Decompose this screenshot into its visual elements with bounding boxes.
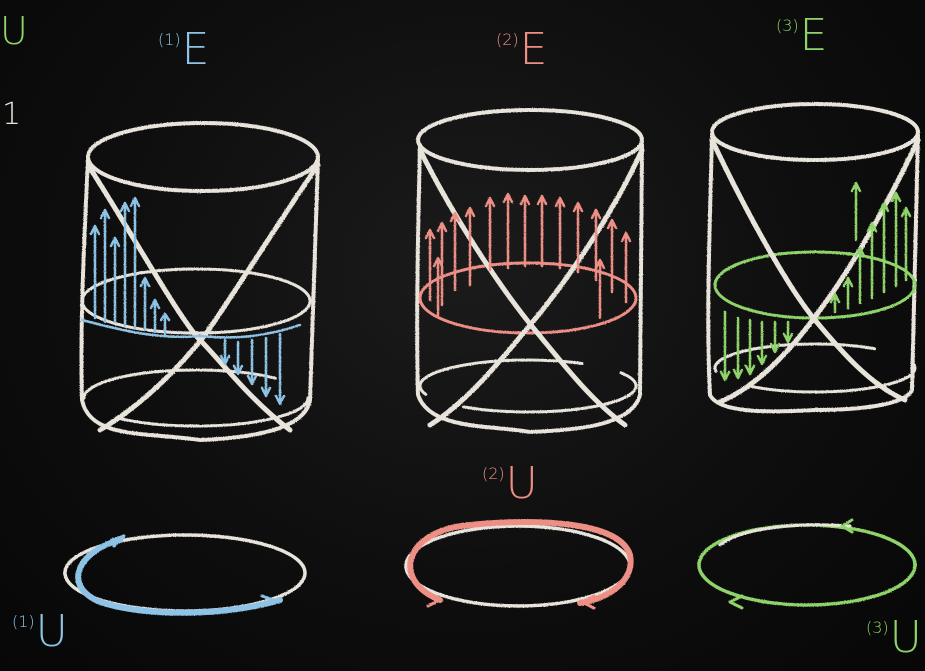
loop-1-label: (1)U [12,610,68,654]
bundle-2-letter: E [520,24,548,75]
loop-3-white-arc [720,525,850,545]
cylinder-3-strip-a [712,140,905,400]
bundle-1-label: (1)E [158,28,209,72]
cylinder-1-strip-a [88,165,290,430]
corner-letter: U [0,12,28,50]
loop-3 [699,520,915,608]
loop-3-letter: U [890,612,922,663]
bundle-3-label: (3)E [776,14,827,58]
bundle-3-index: (3) [776,16,799,35]
loop-2-index: (2) [482,464,505,483]
loop-1-colored-arc [78,540,280,613]
loop-1-index: (1) [12,612,35,631]
cylinder-1 [81,123,318,440]
cylinder-2-top [418,110,642,170]
loop-2 [406,522,631,608]
cylinder-2 [417,110,642,432]
bundle-3-letter: E [800,10,828,61]
cylinder-3-top [712,104,918,160]
loop-3-label: (3)U [866,616,922,660]
loop-3-arrow-bottom [730,596,742,608]
loop-1 [65,535,305,613]
cylinder-2-strip-b [430,150,642,425]
loop-1-letter: U [36,606,68,657]
cylinder-2-side [417,145,642,432]
loop-2-colored-arc [410,522,630,603]
cylinder-2-strip-a [420,150,625,425]
cylinder-3-bottom-ellipse [715,344,915,392]
cylinder-3 [708,104,918,411]
bundle-1-letter: E [182,24,210,75]
cylinder-3-side [708,135,918,411]
loop-3-index: (3) [866,618,889,637]
cylinder-1-vectors [82,198,300,404]
cylinder-1-top [88,123,318,191]
loop-2-ellipse [406,526,630,606]
bundle-1-index: (1) [158,30,181,49]
corner-number: 1 [2,100,21,130]
bundle-2-index: (2) [496,30,519,49]
loop-2-letter: U [506,458,538,509]
loop-2-label: (2)U [482,462,538,506]
bundle-2-label: (2)E [496,28,547,72]
